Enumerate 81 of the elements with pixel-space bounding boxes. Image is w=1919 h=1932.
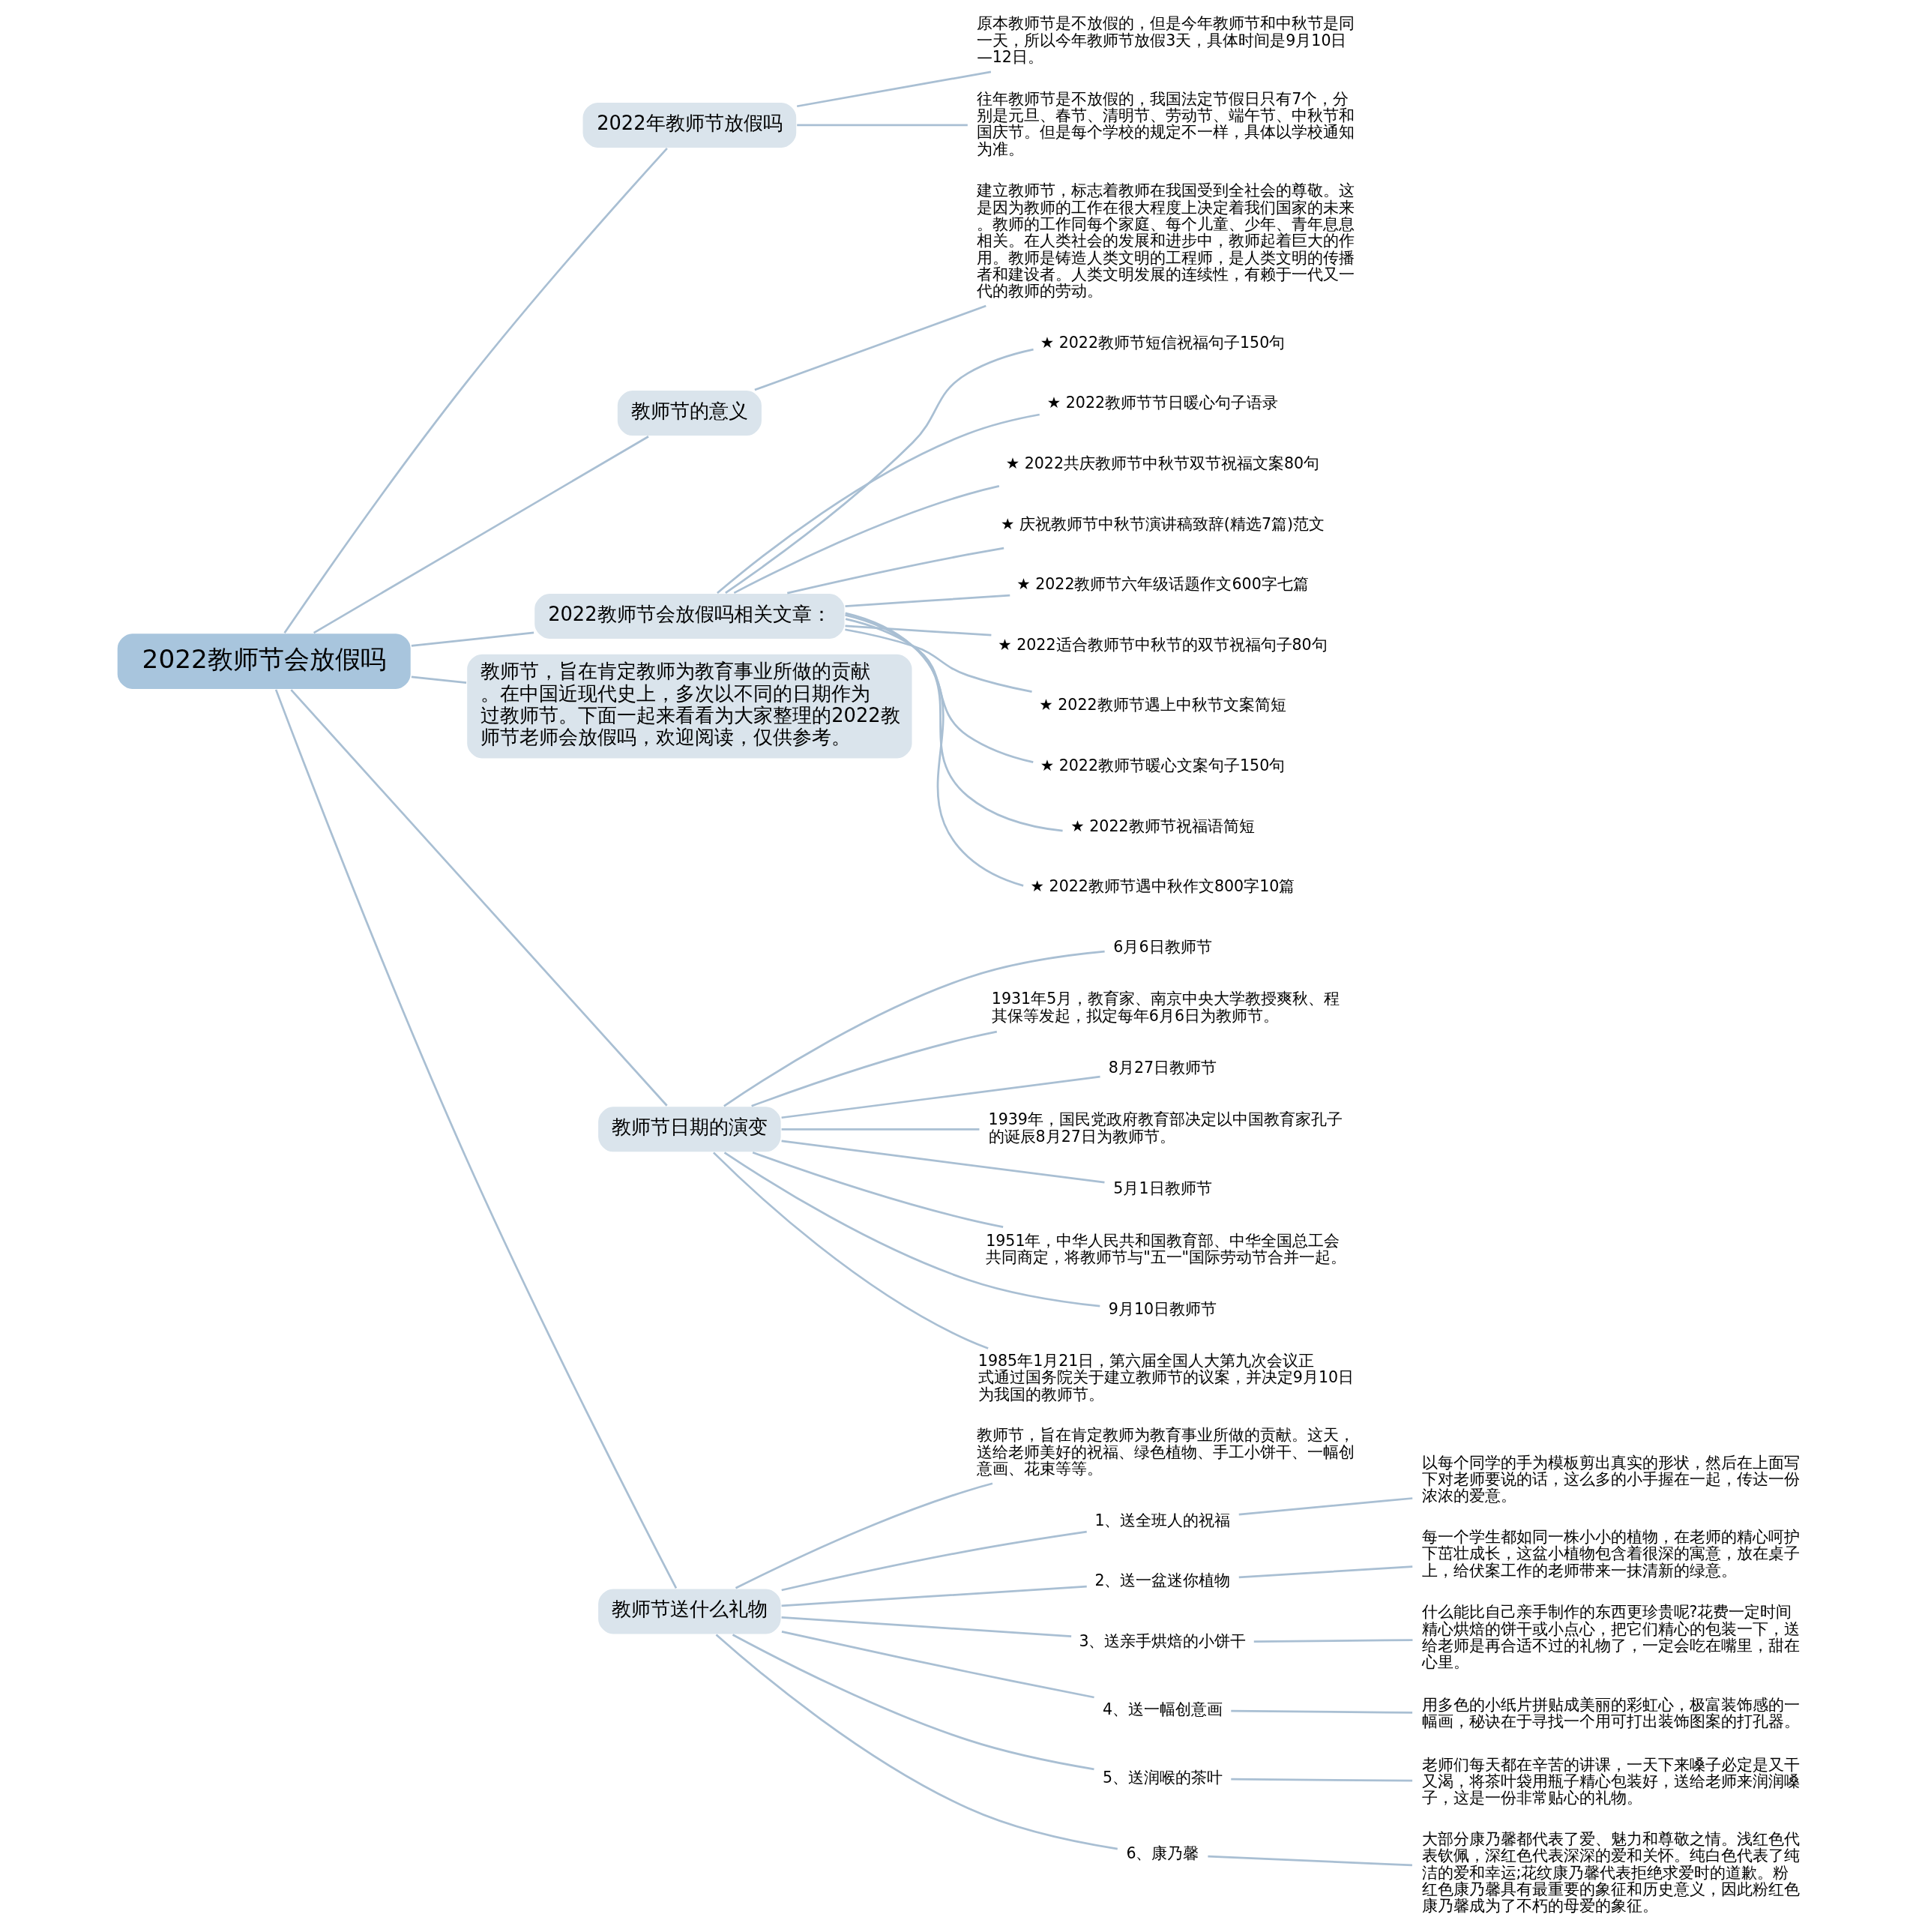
connector (411, 631, 534, 647)
connector (274, 689, 678, 1589)
node-box: 2022年教师节放假吗 (581, 101, 798, 149)
connector (797, 124, 968, 127)
node-text: 4、送一幅创意画 (1102, 1700, 1223, 1718)
node-text: 9月10日教师节 (1108, 1300, 1217, 1319)
node-text: 老师们每天都在辛苦的讲课，一天下来嗓子必定是又干又渴，将茶叶袋用瓶子精心包装好，送给老师来润润嗓子，这是一份非常贴心的礼物。 (1421, 1755, 1800, 1808)
connector (735, 1482, 993, 1589)
connector (1238, 1497, 1413, 1516)
connector (751, 1030, 998, 1107)
node-text: ★ 2022适合教师节中秋节的双节祝福句子80句 (998, 635, 1328, 654)
connector (845, 612, 1024, 887)
node-box: 教师节送什么礼物 (597, 1587, 783, 1636)
connector (786, 547, 1004, 595)
connector (845, 614, 1063, 832)
connector (781, 1140, 1105, 1184)
connector (717, 413, 1040, 595)
node-text: 什么能比自己亲手制作的东西更珍贵呢?花费一定时间精心烘焙的饼干或小点心，把它们精心的包装一下，送给老师是再合适不过的礼物了，一定会吃在嘴里，甜在心里。 (1421, 1603, 1800, 1672)
connector (1208, 1855, 1412, 1867)
node-box: 教师节的意义 (616, 389, 763, 437)
node-text: ★ 2022共庆教师节中秋节双节祝福文案80句 (1005, 454, 1320, 472)
connector (715, 1634, 1118, 1850)
node-text: 1951年，中华人民共和国教育部、中华全国总工会共同商定，将教师节与"五一"国际劳动节合并一起。 (986, 1231, 1347, 1266)
node-text: 8月27日教师节 (1108, 1059, 1217, 1077)
connector (723, 950, 1105, 1107)
node-text: ★ 2022教师节六年级话题作文600字七篇 (1016, 575, 1309, 594)
node-text: ★ 2022教师节节日暖心句子语录 (1046, 394, 1279, 412)
connector (290, 689, 668, 1107)
node-text: ★ 2022教师节祝福语简短 (1070, 816, 1255, 835)
connector (723, 1152, 1100, 1307)
connector (712, 1152, 989, 1349)
node-text: 1939年，国民党政府教育部决定以中国教育家孔子的诞辰8月27日为教师节。 (988, 1110, 1343, 1146)
node-text: 建立教师节，标志着教师在我国受到全社会的尊敬。这是因为教师的工作在很大程度上决定着我们国家的未来。教师的工作同每个家庭、每个儿童、少年、青年息息相关。在人类社会的发展和进步中，教师起着巨大的作用。教师是铸造人类文明的工程师，是人类文明的传播者和建设者。人类文明发展的连续性，有赖于一代又一代的教师的劳动。 (977, 181, 1355, 301)
node-box: 教师节日期的演变 (597, 1105, 783, 1154)
connector (796, 70, 992, 108)
node-text: 教师节，旨在肯定教师为教育事业所做的贡献。这天，送给老师美好的祝福、绿色植物、手工小饼干、一幅创意画、花束等等。 (977, 1426, 1355, 1478)
node-text: 1985年1月21日，第六届全国人大第九次会议正式通过国务院关于建立教师节的议案，并决定9月10日为我国的教师节。 (977, 1352, 1355, 1403)
node-box: 教师节，旨在肯定教师为教育事业所做的贡献。在中国近现代史上，多次以不同的日期作为过教师节。下面一起来看看为大家整理的2022教师节老师会放假吗，欢迎阅读，仅供参考。 (466, 652, 914, 760)
connector (845, 618, 1034, 763)
node-box: 2022教师节会放假吗相关文章： (533, 592, 846, 640)
node-text: 3、送亲手烘焙的小饼干 (1079, 1631, 1247, 1650)
node-text: ★ 2022教师节短信祝福句子150句 (1040, 333, 1286, 352)
connector (781, 1530, 1087, 1592)
node-text: ★ 2022教师节暖心文案句子150句 (1040, 756, 1286, 774)
node-text: 6月6日教师节 (1113, 937, 1212, 956)
node-text: 2、送一盆迷你植物 (1094, 1571, 1231, 1590)
node-text: 以每个同学的手为模板剪出真实的形状，然后在上面写下对老师要说的话，这么多的小手握在一起，传达一份浓浓的爱意。 (1421, 1453, 1800, 1505)
node-box: 2022教师节会放假吗 (116, 632, 412, 690)
node-text: ★ 2022教师节遇中秋作文800字10篇 (1030, 877, 1295, 896)
node-text: 大部分康乃馨都代表了爱、魅力和尊敬之情。浅红色代表钦佩，深红色代表深深的爱和关怀。纯白色代表了纯洁的爱和幸运;花纹康乃馨代表拒绝求爱时的道歉。粉红色康乃馨具有最重要的象征和历史意义，因此粉红色康乃馨成为了不朽的母爱的象征。 (1421, 1829, 1800, 1916)
node-text: 1、送全班人的祝福 (1094, 1511, 1231, 1529)
connector (1231, 1709, 1413, 1714)
connector (845, 628, 1032, 693)
connector (411, 675, 467, 684)
node-text: ★ 庆祝教师节中秋节演讲稿致辞(精选7篇)范文 (1000, 514, 1325, 533)
connector (732, 1634, 1094, 1771)
connector (845, 625, 992, 637)
connector (781, 1075, 1100, 1119)
node-text: 每一个学生都如同一株小小的植物，在老师的精心呵护下茁壮成长，这盆小植物包含着很深的寓意，放在桌子上，给伏案工作的老师带来一抹清新的绿意。 (1421, 1527, 1800, 1580)
connector (733, 485, 1000, 595)
connector (1238, 1565, 1413, 1579)
connector (754, 304, 986, 391)
connector (781, 1585, 1087, 1607)
connector (313, 436, 649, 634)
node-text: 原本教师节是不放假的，但是今年教师节和中秋节是同一天，所以今年教师节放假3天，具体时间是9月10日—12日。 (977, 14, 1355, 67)
node-text: 1931年5月，教育家、南京中央大学教授爽秋、程其保等发起，拟定每年6月6日为教师节。 (991, 990, 1340, 1025)
node-text: 5月1日教师节 (1113, 1179, 1212, 1198)
connector (781, 1616, 1072, 1638)
connector (845, 594, 1010, 607)
node-text: 5、送润喉的茶叶 (1102, 1768, 1223, 1787)
node-text: 用多色的小纸片拼贴成美丽的彩虹心，极富装饰感的一幅画，秘诀在于寻找一个用可打出装饰图案的打孔器。 (1421, 1695, 1800, 1731)
node-text: 6、康乃馨 (1126, 1844, 1199, 1862)
connector (752, 1151, 1004, 1228)
connector (725, 348, 1034, 595)
connector (1231, 1778, 1413, 1782)
connector (781, 1631, 1094, 1699)
connector (283, 147, 668, 634)
connector (1253, 1639, 1413, 1643)
connector (781, 1128, 980, 1131)
node-text: 往年教师节是不放假的，我国法定节假日只有7个，分别是元旦、春节、清明节、劳动节、端午节、中秋节和国庆节。但是每个学校的规定不一样，具体以学校通知为准。 (977, 89, 1355, 158)
node-text: ★ 2022教师节遇上中秋节文案简短 (1039, 696, 1286, 714)
